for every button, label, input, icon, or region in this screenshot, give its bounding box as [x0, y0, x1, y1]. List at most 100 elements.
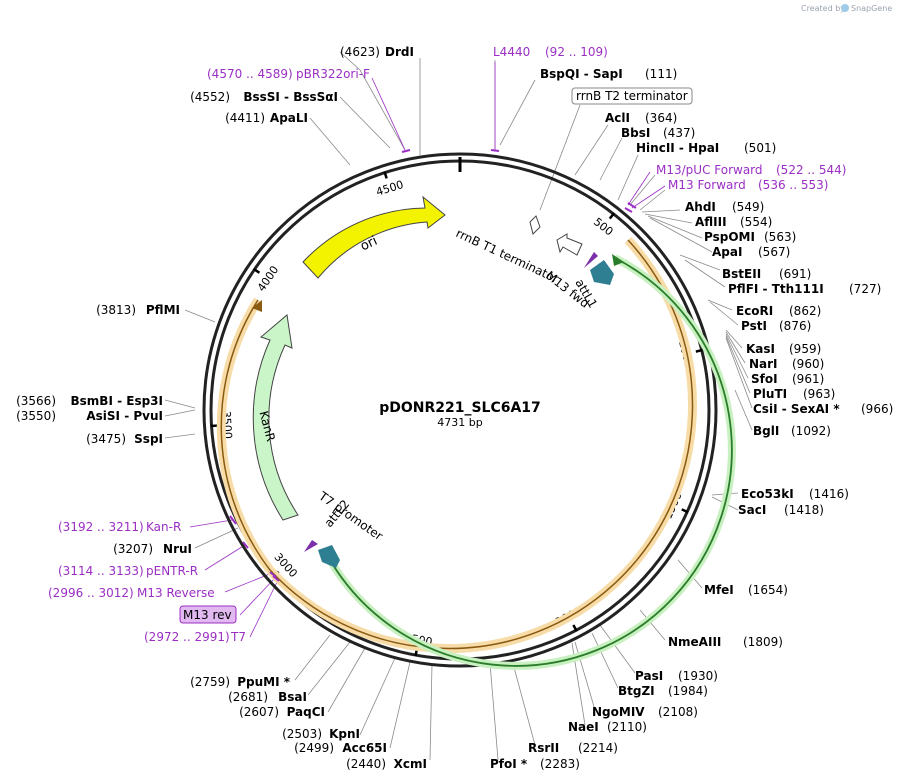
enzyme-pos: (3566) [16, 394, 56, 408]
enzyme-pos: (2607) [239, 705, 279, 719]
enzyme-pos: (4552) [190, 90, 230, 104]
enzyme-name: DrdI [385, 45, 414, 59]
enzyme-name: SacI [738, 503, 766, 517]
enzyme-name: CsiI - SexAI * [753, 402, 840, 416]
tick-label: 4000 [255, 264, 282, 294]
enzyme-pos: (1984) [668, 684, 708, 698]
kanr-arrow [252, 314, 299, 521]
enzyme-pos: (437) [663, 126, 695, 140]
enzyme-name: Eco53kI [741, 487, 794, 501]
enzyme-pos: (3475) [86, 432, 126, 446]
enzyme-pos: (963) [803, 387, 835, 401]
plasmid-size: 4731 bp [437, 416, 482, 429]
feature-attl2: attL2 [318, 497, 352, 568]
feature-t7-promoter: T7 promoter [304, 488, 385, 552]
enzyme-pos: (1418) [784, 503, 824, 517]
enzyme-name: SspI [134, 432, 163, 446]
primer-range: (4570 .. 4589) [207, 67, 293, 81]
orf-outer-line-left [220, 299, 271, 571]
enzyme-pos: (727) [849, 282, 881, 296]
tick-label: 4500 [374, 178, 405, 199]
credit-prefix: Created by [801, 4, 845, 13]
primer-range: (522 .. 544) [776, 163, 846, 177]
enzyme-name: PflFI - Tth111I [728, 282, 824, 296]
enzyme-pos: (2499) [294, 741, 334, 755]
enzyme-pos: (2440) [346, 757, 386, 771]
enzyme-name: Acc65I [342, 741, 387, 755]
primer-range: (2972 .. 2991) [144, 630, 230, 644]
tick-mark [608, 212, 616, 220]
ori-label: ori [358, 234, 380, 255]
enzyme-name: BssSI - BssSαI [243, 90, 338, 104]
primer-marks [229, 149, 637, 582]
feature-ori: ori [302, 195, 446, 279]
enzyme-pos: (2759) [190, 675, 230, 689]
primer-name: pENTR-R [146, 564, 198, 578]
enzyme-name: KpnI [329, 727, 360, 741]
m13-rev-box [179, 605, 237, 624]
primer-range: (2996 .. 3012) [48, 586, 134, 600]
orf-outer-glow [266, 236, 697, 653]
enzyme-pos: (567) [758, 245, 790, 259]
primer-range: (92 .. 109) [545, 45, 608, 59]
enzyme-pos: (1654) [748, 583, 788, 597]
enzyme-pos: (4623) [340, 45, 380, 59]
primer-name: pBR322ori-F [296, 67, 370, 81]
primer-name: T7 [230, 630, 246, 644]
enzyme-name: BstEII [722, 267, 761, 281]
enzyme-pos: (501) [744, 141, 776, 155]
enzyme-pos: (966) [861, 402, 893, 416]
enzyme-name: BglI [753, 424, 779, 438]
enzyme-pos: (2503) [282, 727, 322, 741]
enzyme-pos: (3207) [113, 542, 153, 556]
tick-mark [572, 624, 578, 632]
enzyme-name: AhdI [685, 200, 716, 214]
primer-name: M13 Forward [668, 178, 746, 192]
primer-range: (3114 .. 3133) [58, 564, 144, 578]
orf-left-arrow-head [252, 300, 262, 312]
enzyme-name: NmeAIII [668, 635, 721, 649]
leader-lines [164, 51, 753, 761]
enzyme-pos: (2108) [658, 705, 698, 719]
m13fwd-arrow [584, 252, 598, 268]
orf-inner-glow [326, 254, 736, 670]
tick-mark [383, 171, 388, 179]
orf-outer-line [269, 239, 694, 650]
tick-mark [252, 267, 261, 274]
rrnb-t1-arrow [556, 233, 583, 256]
enzyme-name: PasI [635, 669, 663, 683]
primer-range: (536 .. 553) [758, 178, 828, 192]
enzyme-name: ApaLI [270, 111, 308, 125]
feature-kanr: KanR [252, 314, 299, 521]
enzyme-pos: (554) [740, 215, 772, 229]
enzyme-pos: (3813) [96, 303, 136, 317]
enzyme-name: XcmI [394, 757, 427, 771]
tick-label: 500 [591, 215, 616, 238]
orf-inner-line [329, 257, 733, 667]
backbone-outer [202, 152, 718, 668]
enzyme-name: ApaI [712, 245, 742, 259]
enzyme-pos: (2110) [607, 720, 647, 734]
plasmid-name: pDONR221_SLC6A17 [379, 400, 541, 416]
primer-name: Kan-R [146, 520, 181, 534]
enzyme-name: PstI [741, 319, 767, 333]
enzyme-labels-left: (4552) BssSI - BssSαI (4411) ApaLI (3813… [16, 90, 427, 771]
enzyme-name: PluTI [753, 387, 787, 401]
enzyme-name: NarI [749, 357, 778, 371]
enzyme-name: BspQI - SapI [540, 67, 623, 81]
rrnb-t2-box [571, 87, 693, 105]
enzyme-pos: (961) [792, 372, 824, 386]
feature-terminator-t2: rrnB T2 terminator [529, 87, 693, 235]
enzyme-name: EcoRI [736, 304, 773, 318]
attl2-arrow [318, 545, 340, 568]
t7-arrow [304, 540, 318, 552]
enzyme-pos: (4411) [225, 111, 265, 125]
enzyme-name: PpuMI * [237, 675, 291, 689]
enzyme-pos: (1092) [791, 424, 831, 438]
enzyme-pos: (3550) [16, 409, 56, 423]
primer-labels: L4440 (92 .. 109) (4570 .. 4589) pBR322o… [48, 45, 846, 644]
enzyme-pos: (1930) [678, 669, 718, 683]
enzyme-name: PaqCI [287, 705, 325, 719]
rrnb-t2-arrow [529, 215, 541, 235]
